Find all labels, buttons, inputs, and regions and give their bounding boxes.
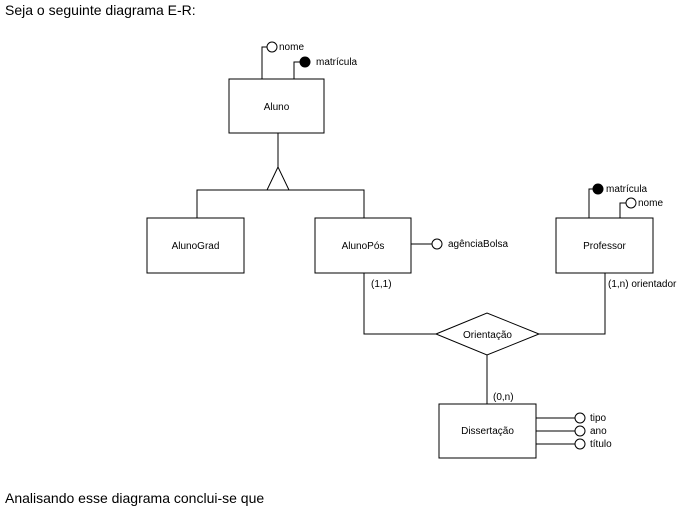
professor-nome-label: nome: [638, 198, 663, 209]
aluno-pos-orientacao-line: [363, 273, 436, 335]
entity-aluno-pos-label: AlunoPós: [342, 241, 385, 252]
aluno-nome-connector: [261, 46, 267, 79]
entity-professor-label: Professor: [583, 241, 626, 252]
generalization-triangle: [266, 165, 290, 191]
professor-nome-circle: [625, 197, 637, 209]
entity-aluno-label: Aluno: [264, 102, 290, 113]
intro-text: Seja o seguinte diagrama E-R:: [5, 2, 196, 18]
professor-matricula-connector: [588, 188, 593, 218]
dissertacao-ano-circle: [574, 425, 586, 437]
dissertacao-tipo-label: tipo: [590, 413, 607, 424]
relationship-orientacao-label: Orientação: [463, 330, 512, 341]
entity-aluno-grad-label: AlunoGrad: [172, 241, 220, 252]
aluno-nome-label: nome: [279, 42, 304, 53]
professor-matricula-label: matrícula: [606, 184, 648, 195]
entity-aluno-pos-box: [314, 217, 412, 274]
professor-matricula-key-circle: [592, 183, 604, 195]
aluno-nome-circle: [266, 41, 278, 53]
dissertacao-titulo-circle: [574, 438, 586, 450]
agencia-bolsa-label: agênciaBolsa: [448, 239, 508, 250]
entity-aluno-grad-box: [146, 217, 245, 274]
agencia-bolsa-circle: [431, 238, 443, 250]
cardinality-professor: (1,n) orientador: [608, 279, 677, 290]
professor-nome-connector: [619, 202, 626, 218]
aluno-matricula-connector: [293, 61, 300, 79]
outro-text: Analisando esse diagrama conclui-se que: [5, 490, 265, 506]
dissertacao-ano-label: ano: [590, 426, 607, 437]
aluno-matricula-label: matrícula: [316, 57, 358, 68]
aluno-matricula-key-circle: [299, 56, 311, 68]
dissertacao-tipo-circle: [574, 412, 586, 424]
cardinality-aluno-pos: (1,1): [371, 279, 392, 290]
entity-aluno-box: [228, 78, 325, 134]
generalization-bar: [196, 189, 365, 218]
entity-dissertacao-label: Dissertação: [461, 426, 514, 437]
cardinality-dissertacao: (0,n): [493, 392, 514, 403]
professor-orientacao-line: [539, 273, 606, 335]
dissertacao-titulo-label: título: [590, 439, 612, 450]
